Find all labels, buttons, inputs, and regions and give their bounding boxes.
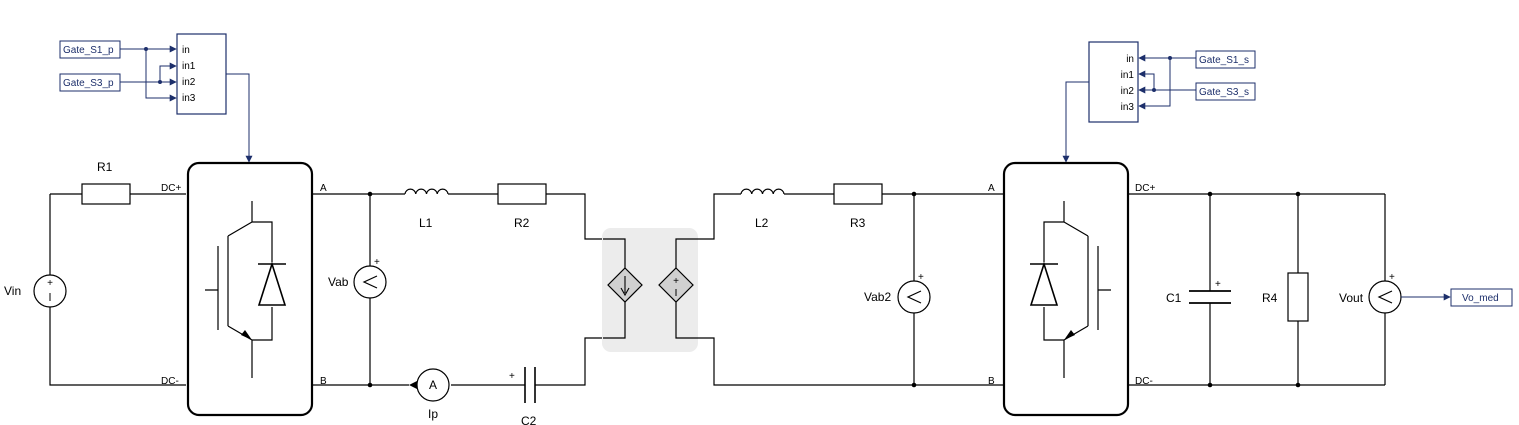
vab2-label: Vab2 [864, 290, 891, 304]
gate-signals-primary: Gate_S1_p Gate_S3_p in in1 in2 in3 [59, 33, 253, 163]
ip-ammeter[interactable]: A [416, 368, 450, 402]
vo-med-tag[interactable] [1450, 288, 1513, 307]
primary-bridge[interactable]: DC+ DC- A B [161, 161, 327, 417]
gate-s1-s-label: Gate_S1_s [1199, 55, 1249, 66]
r2-label: R2 [514, 216, 530, 230]
vout-voltmeter[interactable] [1368, 280, 1402, 314]
c1-capacitor[interactable] [1189, 290, 1231, 304]
r3-resistor[interactable] [833, 183, 883, 205]
secondary-a-label: A [988, 183, 995, 194]
gate-s1-s-tag[interactable] [1195, 50, 1256, 69]
vab-plus: + [374, 257, 380, 268]
c1-plus: + [1215, 279, 1221, 290]
l2-inductor[interactable] [740, 188, 785, 195]
vout-plus: + [1389, 272, 1395, 283]
vab2-voltmeter[interactable] [897, 280, 931, 314]
vin-plus: + [47, 278, 53, 289]
demux-port-in: in [182, 45, 190, 56]
l2-label: L2 [755, 216, 769, 230]
demux-port-in3-s: in3 [1121, 102, 1135, 113]
dep-source-plus: + [673, 276, 679, 287]
secondary-bridge[interactable]: A B DC+ DC- [988, 161, 1155, 417]
demux-port-in1: in1 [182, 61, 196, 72]
r2-resistor[interactable] [497, 183, 547, 205]
r1-resistor[interactable] [81, 183, 131, 205]
c2-label: C2 [521, 414, 537, 425]
secondary-dc-minus-label: DC- [1135, 376, 1153, 387]
secondary-b-label: B [988, 376, 995, 387]
r3-label: R3 [850, 216, 866, 230]
vin-label: Vin [4, 284, 21, 298]
primary-dc-minus-label: DC- [161, 376, 179, 387]
vin-source[interactable]: + [33, 274, 67, 308]
ideal-transformer[interactable]: + [602, 228, 698, 352]
l1-label: L1 [419, 216, 433, 230]
ammeter-glyph: A [429, 378, 437, 392]
gate-s3-p-label: Gate_S3_p [63, 78, 114, 89]
c2-capacitor[interactable] [524, 367, 536, 403]
output-section: + C1 R4 + Vout Vo_med [1128, 191, 1513, 388]
primary-b-label: B [320, 376, 327, 387]
demux-port-in3: in3 [182, 93, 196, 104]
demux-port-in2-s: in2 [1121, 86, 1135, 97]
vab-voltmeter[interactable] [353, 265, 387, 299]
demux-block-primary[interactable] [176, 33, 227, 115]
demux-port-in1-s: in1 [1121, 70, 1135, 81]
dependent-voltage-source [658, 267, 694, 303]
r4-label: R4 [1262, 291, 1278, 305]
vab2-plus: + [918, 272, 924, 283]
demux-port-in2: in2 [182, 77, 196, 88]
secondary-dc-plus-label: DC+ [1135, 183, 1155, 194]
demux-port-in-s: in [1126, 54, 1134, 65]
c1-label: C1 [1166, 291, 1182, 305]
ip-label: Ip [428, 407, 438, 421]
primary-dc-plus-label: DC+ [161, 183, 181, 194]
gate-s3-s-label: Gate_S3_s [1199, 87, 1249, 98]
vo-med-label: Vo_med [1462, 293, 1499, 304]
gate-signals-secondary: in in1 in2 in3 Gate_S1_s Gate_S3_s [1062, 41, 1256, 163]
r1-label: R1 [97, 160, 113, 174]
input-section: + Vin R1 [4, 160, 186, 386]
c2-plus: + [509, 371, 515, 382]
vout-label: Vout [1339, 291, 1364, 305]
secondary-tank: L2 R3 + Vab2 [697, 183, 1003, 388]
vab-label: Vab [328, 275, 349, 289]
gate-s1-p-label: Gate_S1_p [63, 45, 114, 56]
l1-inductor[interactable] [404, 188, 449, 195]
primary-tank: L1 R2 + Vab A Ip + C2 [312, 183, 603, 425]
r4-resistor[interactable] [1287, 272, 1309, 322]
primary-a-label: A [320, 183, 327, 194]
gate-s3-s-tag[interactable] [1195, 82, 1256, 101]
